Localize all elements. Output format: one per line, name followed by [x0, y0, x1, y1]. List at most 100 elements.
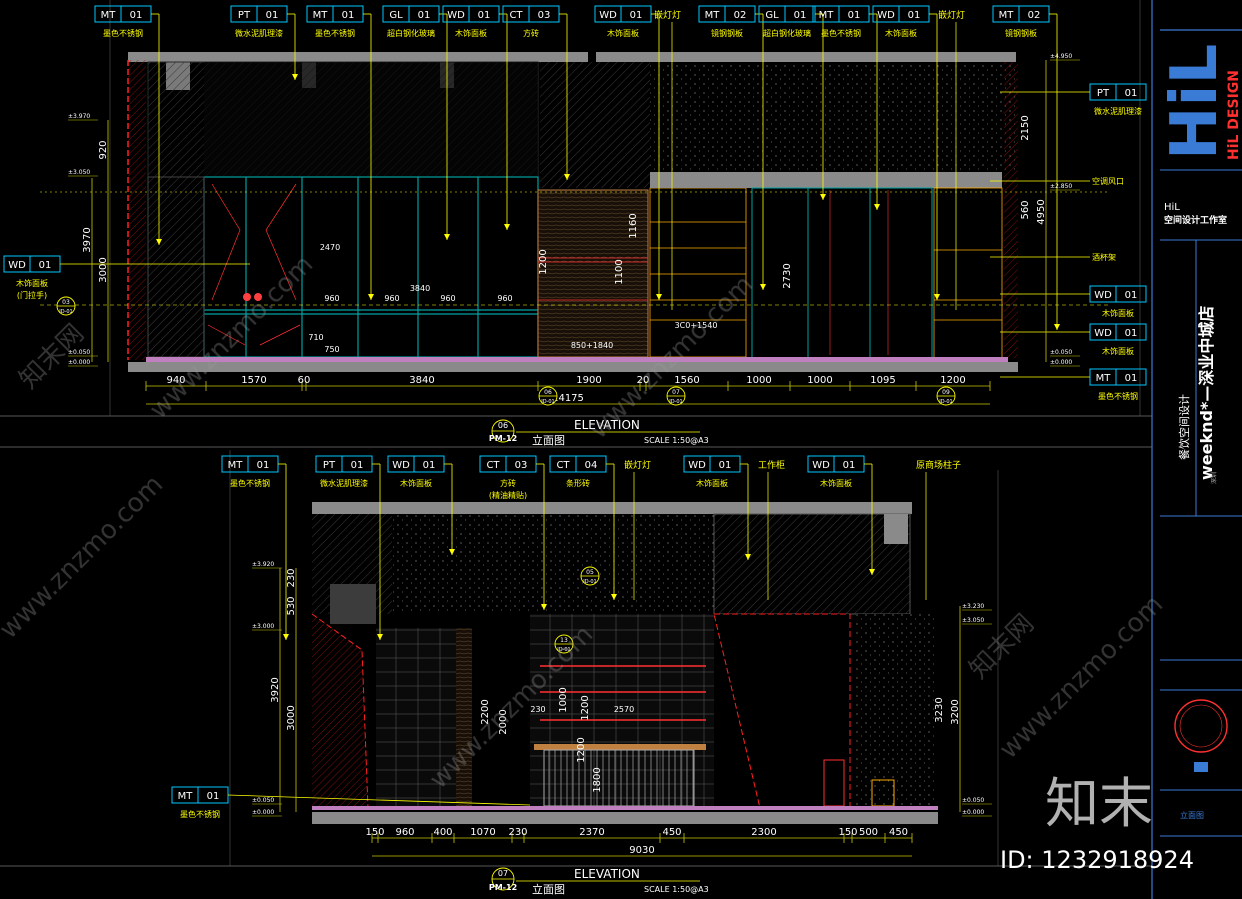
tag-number: 01 [848, 10, 861, 21]
leader-arrow [1054, 324, 1060, 330]
marker-number: 07 [672, 389, 680, 396]
tag-code: MT [1096, 373, 1112, 384]
tag-number: 01 [257, 460, 270, 471]
left-wall-section [128, 60, 146, 360]
leader-arrow [874, 204, 880, 210]
marker-sheet: ID-01 [939, 399, 953, 405]
title-num: 07 [498, 869, 508, 878]
dimension-label: 20 [637, 375, 650, 386]
counter-grille [543, 749, 695, 807]
level-mark: ±3.970 [68, 113, 90, 120]
tag-code: CT [509, 10, 523, 21]
inner-dim-label: 1200 [538, 249, 549, 274]
project-name: weeknd*—深业中城店 [1197, 306, 1216, 480]
tag-label: 墨色不锈钢 [230, 478, 270, 488]
inner-dim-label: 2000 [498, 709, 509, 734]
inner-dim-label: 710 [308, 333, 323, 342]
tag-code: WD [1094, 290, 1112, 301]
tag-number: 01 [418, 10, 431, 21]
marker-sheet: ID-01 [669, 399, 683, 405]
tag-number: 01 [908, 10, 921, 21]
tag-code: PT [238, 10, 251, 21]
leader-arrow [292, 74, 298, 80]
leader-arrow [449, 549, 455, 555]
tag-label: 镜钢钢板 [711, 28, 743, 38]
callout-note: 嵌灯灯 [624, 460, 651, 471]
company-seal [1174, 699, 1228, 753]
tag-code: WD [447, 10, 465, 21]
bottom-title: 07 PM-12 ELEVATION 立面图 SCALE 1:50@A3 [0, 865, 1150, 896]
inner-dim-label: 1800 [592, 767, 603, 792]
marker-sheet: ID-01 [59, 309, 73, 315]
dotted-ceiling-panel [650, 62, 1018, 172]
leader-arrow [283, 634, 289, 640]
tag-number: 01 [342, 10, 355, 21]
tag-code: CT [556, 460, 570, 471]
leader-arrow [564, 174, 570, 180]
level-mark: ±0.050 [1050, 349, 1072, 356]
leader-arrow [611, 594, 617, 600]
vdim-label: 3200 [950, 699, 961, 724]
tag-label: 木饰面板 [455, 28, 487, 38]
dimension-label: 1570 [241, 375, 266, 386]
vdim-label: 3230 [934, 697, 945, 722]
inner-dim-label: 3C0+1540 [675, 321, 718, 330]
tag-label: 木饰面板 [696, 478, 728, 488]
vdim-label: 4950 [1036, 199, 1047, 224]
tag-label: 木饰面板 [1102, 346, 1134, 356]
inner-dim-label: 960 [384, 294, 399, 303]
title-en: ELEVATION [574, 418, 640, 432]
tag-code: MT [999, 10, 1015, 21]
tag-code: CT [486, 460, 500, 471]
vdim-label: 3920 [270, 677, 281, 702]
dimension-label: 230 [508, 827, 527, 838]
inner-dim-label: 960 [440, 294, 455, 303]
project-stamp: 深圳 [1210, 472, 1218, 484]
dimension-label: 450 [889, 827, 908, 838]
bot-floor-slab [312, 812, 938, 824]
dimension-label: 450 [662, 827, 681, 838]
level-mark: ±2.850 [1050, 183, 1072, 190]
leader-arrow [504, 224, 510, 230]
vdim-label: 3970 [82, 227, 93, 252]
leader-arrow [760, 284, 766, 290]
tag-number: 01 [130, 10, 143, 21]
tag-code: WD [599, 10, 617, 21]
callout-note: 嵌灯灯 [938, 10, 965, 21]
marker-number: 05 [586, 569, 594, 576]
tag-label: 超白钢化玻璃 [763, 28, 811, 38]
level-mark: ±3.050 [68, 169, 90, 176]
inner-dim-label: 750 [324, 345, 339, 354]
watermark-site: www.znzmo.com [0, 470, 169, 645]
title-sheet: PM-12 [489, 883, 517, 892]
inner-dim-label: 960 [497, 294, 512, 303]
dimension-label: 1095 [870, 375, 895, 386]
dimension-label: 500 [859, 827, 878, 838]
inner-dim-label: 230 [530, 705, 545, 714]
tag-label: 墨色不锈钢 [180, 809, 220, 819]
tag-code: WD [877, 10, 895, 21]
dimension-label: 2370 [579, 827, 604, 838]
dimension-label: 60 [298, 375, 311, 386]
image-id: ID: 1232918924 [1000, 846, 1194, 874]
marker-number: 06 [544, 389, 552, 396]
callout-note: 嵌灯灯 [654, 10, 681, 21]
marker-number: 03 [62, 299, 70, 306]
level-mark: ±4.950 [1050, 53, 1072, 60]
marker-number: 09 [942, 389, 950, 396]
inner-dim-label: 850+1840 [571, 341, 613, 350]
tag-code: MT [705, 10, 721, 21]
tag-code: MT [819, 10, 835, 21]
wine-rack-right [933, 187, 1003, 359]
level-mark: ±3.000 [252, 623, 274, 630]
tag-label: 木饰面板 [400, 478, 432, 488]
project-category: 餐饮空间设计 [1177, 394, 1191, 460]
tag-number: 01 [351, 460, 364, 471]
title-num: 06 [498, 421, 508, 430]
callout-note: 空调风口 [1092, 176, 1124, 186]
tag-number: 01 [719, 460, 732, 471]
